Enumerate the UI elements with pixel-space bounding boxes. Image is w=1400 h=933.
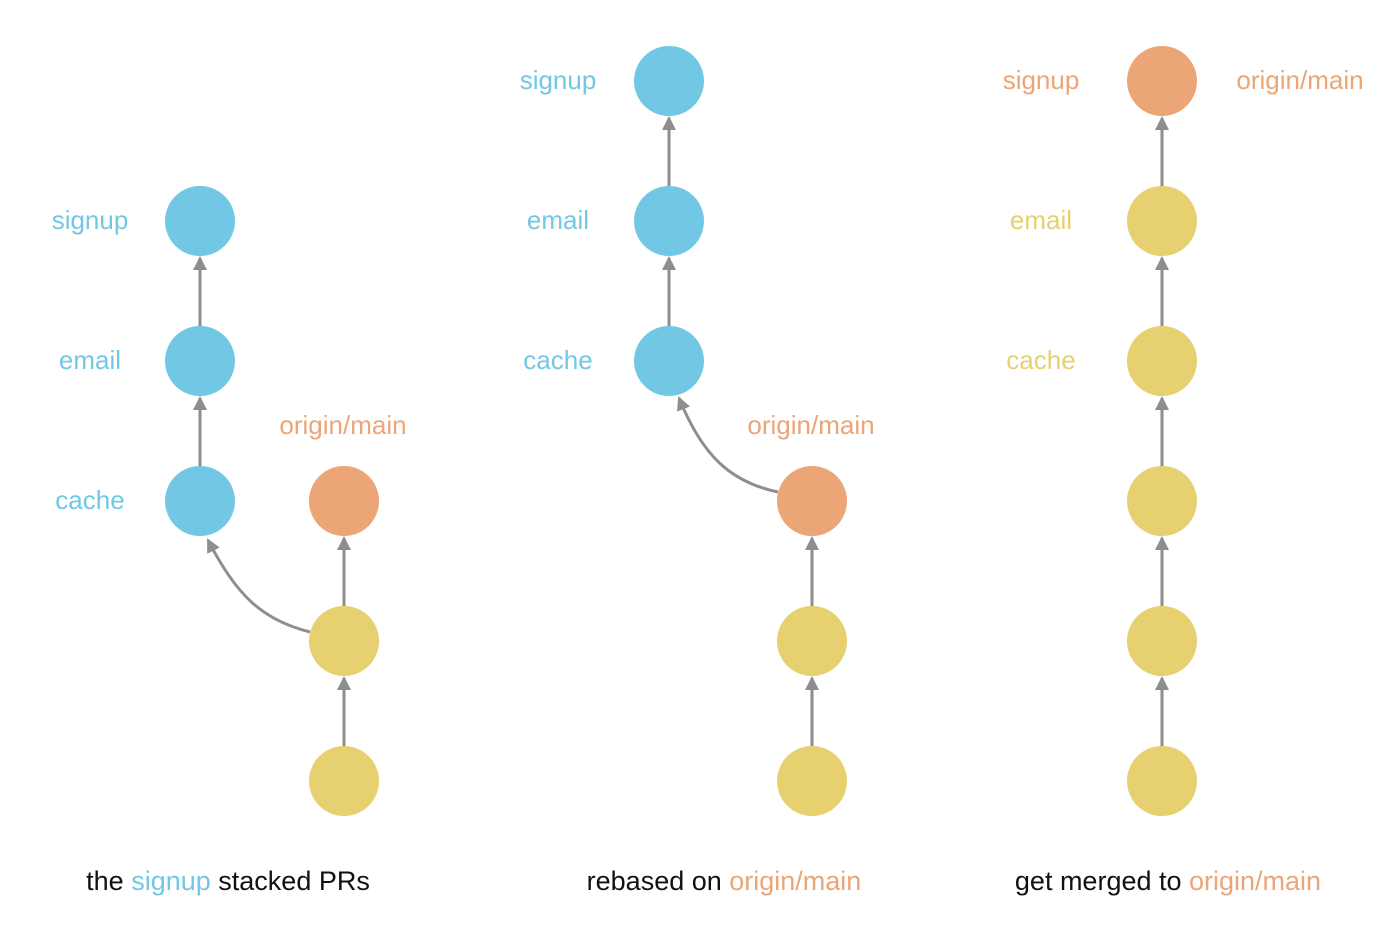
caption-pre: the xyxy=(86,866,131,896)
label-origin-main: origin/main xyxy=(1236,65,1363,95)
panel-1: signup email cache origin/main the signu… xyxy=(52,186,407,896)
label-origin-main: origin/main xyxy=(279,410,406,440)
commit-node-cache xyxy=(634,326,704,396)
commit-node-signup xyxy=(634,46,704,116)
label-cache: cache xyxy=(523,345,592,375)
label-signup: signup xyxy=(52,205,129,235)
caption-post: stacked PRs xyxy=(211,866,370,896)
commit-node-root xyxy=(777,746,847,816)
commit-node-root xyxy=(1127,746,1197,816)
commit-node-base xyxy=(1127,606,1197,676)
label-email: email xyxy=(59,345,121,375)
label-signup: signup xyxy=(1003,65,1080,95)
edge-main-to-cache xyxy=(677,396,779,494)
label-cache: cache xyxy=(55,485,124,515)
caption-panel-1: the signup stacked PRs xyxy=(86,866,370,896)
commit-node-base xyxy=(777,606,847,676)
commit-node-cache xyxy=(165,466,235,536)
commit-node-origin-main xyxy=(777,466,847,536)
commit-node-email xyxy=(1127,186,1197,256)
commit-node-root xyxy=(309,746,379,816)
label-email: email xyxy=(527,205,589,235)
edge-base-to-cache xyxy=(206,538,311,634)
panel-2: signup email cache origin/main rebased o… xyxy=(520,46,875,896)
commit-node-signup xyxy=(1127,46,1197,116)
caption-highlight: origin/main xyxy=(1189,866,1321,896)
caption-panel-3: get merged to origin/main xyxy=(1015,866,1321,896)
panel-3: signup email cache origin/main get merge… xyxy=(1003,46,1364,896)
commit-node-old-main xyxy=(1127,466,1197,536)
label-cache: cache xyxy=(1006,345,1075,375)
caption-panel-2: rebased on origin/main xyxy=(587,866,862,896)
label-signup: signup xyxy=(520,65,597,95)
caption-pre: rebased on xyxy=(587,866,730,896)
label-email: email xyxy=(1010,205,1072,235)
commit-node-signup xyxy=(165,186,235,256)
commit-node-origin-main xyxy=(309,466,379,536)
commit-node-base xyxy=(309,606,379,676)
caption-highlight: origin/main xyxy=(729,866,861,896)
commit-node-email xyxy=(165,326,235,396)
commit-node-cache xyxy=(1127,326,1197,396)
caption-pre: get merged to xyxy=(1015,866,1189,896)
label-origin-main: origin/main xyxy=(747,410,874,440)
caption-highlight: signup xyxy=(131,866,211,896)
commit-node-email xyxy=(634,186,704,256)
